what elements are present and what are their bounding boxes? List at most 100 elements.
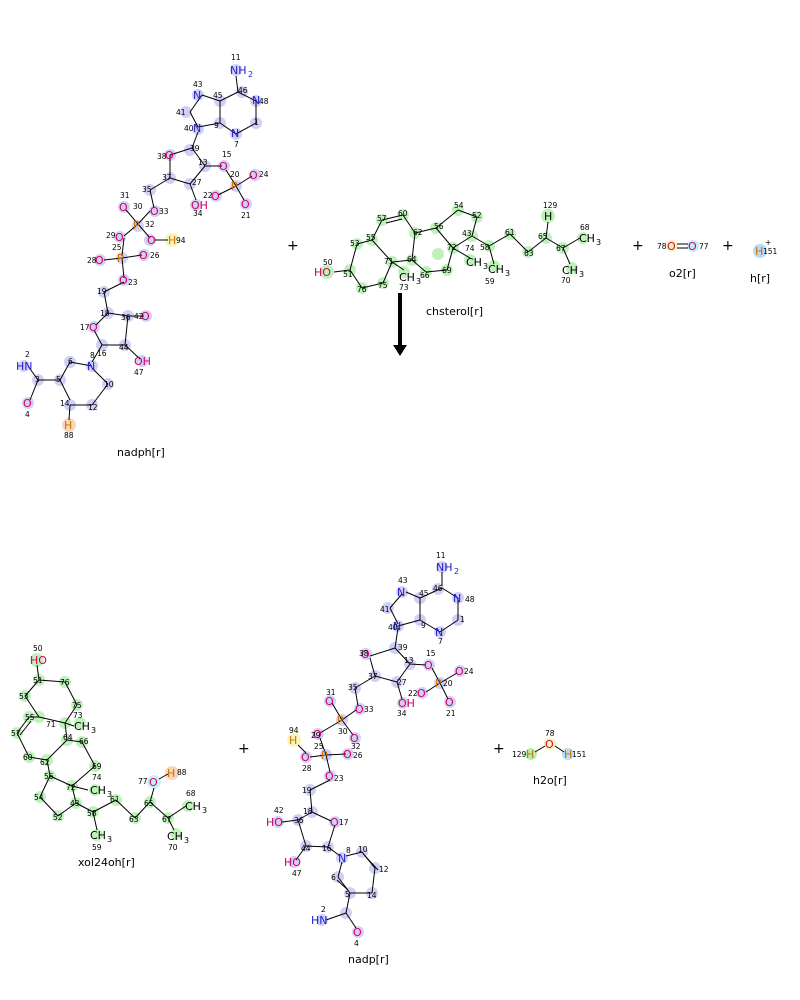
svg-text:23: 23 [128, 278, 138, 287]
svg-text:76: 76 [357, 285, 367, 294]
svg-text:O: O [165, 149, 174, 162]
svg-text:70: 70 [561, 276, 571, 285]
svg-text:H: H [168, 234, 176, 247]
svg-text:22: 22 [203, 191, 213, 200]
svg-text:P: P [337, 714, 344, 727]
svg-text:88: 88 [64, 431, 74, 440]
svg-text:75: 75 [72, 701, 82, 710]
svg-text:17: 17 [339, 818, 349, 827]
svg-text:50: 50 [323, 258, 333, 267]
svg-text:O: O [150, 205, 159, 218]
caption-h: h[r] [750, 272, 770, 285]
svg-text:N: N [252, 94, 260, 107]
molecule-h: H 151 + h[r] [750, 238, 778, 285]
svg-text:30: 30 [133, 202, 143, 211]
svg-text:68: 68 [580, 223, 590, 232]
svg-text:2: 2 [321, 905, 326, 914]
svg-text:O: O [139, 249, 148, 262]
svg-text:+: + [765, 238, 771, 247]
svg-text:O: O [355, 703, 364, 716]
svg-text:O: O [343, 748, 352, 761]
caption-nadph: nadph[r] [117, 446, 165, 459]
svg-text:72: 72 [447, 243, 457, 252]
svg-text:H: H [167, 767, 175, 780]
svg-text:62: 62 [40, 758, 50, 767]
svg-text:68: 68 [186, 789, 196, 798]
svg-text:22: 22 [408, 689, 418, 698]
svg-text:48: 48 [259, 97, 269, 106]
svg-text:56: 56 [44, 772, 54, 781]
svg-text:19: 19 [302, 786, 312, 795]
svg-text:H: H [564, 748, 572, 761]
svg-text:40: 40 [388, 623, 398, 632]
svg-text:CH: CH [90, 784, 106, 797]
molecule-nadph: NH2 N N N N O O P O O O OH O P O O O H P… [16, 53, 269, 459]
reaction-arrow [393, 293, 407, 356]
svg-text:58: 58 [87, 809, 97, 818]
svg-text:53: 53 [350, 239, 360, 248]
plus-sign: + [238, 741, 250, 757]
svg-text:CH: CH [90, 829, 106, 842]
plus-sign: + [722, 238, 734, 254]
svg-text:4: 4 [354, 939, 359, 948]
svg-text:11: 11 [436, 551, 446, 560]
svg-text:21: 21 [241, 211, 251, 220]
svg-text:O: O [95, 254, 104, 267]
svg-text:26: 26 [353, 751, 363, 760]
svg-text:52: 52 [53, 813, 63, 822]
svg-text:34: 34 [397, 709, 407, 718]
svg-text:O: O [361, 648, 370, 661]
svg-text:37: 37 [162, 173, 172, 182]
svg-text:O: O [325, 695, 334, 708]
svg-text:H: H [526, 748, 534, 761]
svg-text:N: N [453, 592, 461, 605]
svg-text:25: 25 [314, 742, 324, 751]
svg-text:28: 28 [87, 256, 97, 265]
svg-text:41: 41 [380, 605, 390, 614]
svg-text:29: 29 [311, 731, 321, 740]
svg-text:O: O [301, 751, 310, 764]
svg-text:6: 6 [331, 873, 336, 882]
svg-text:18: 18 [100, 309, 110, 318]
svg-text:71: 71 [46, 720, 56, 729]
svg-text:7: 7 [438, 637, 443, 646]
svg-text:16: 16 [322, 844, 332, 853]
svg-text:15: 15 [426, 649, 436, 658]
svg-text:14: 14 [367, 891, 377, 900]
svg-text:57: 57 [377, 214, 387, 223]
svg-text:1: 1 [460, 615, 465, 624]
svg-text:31: 31 [326, 688, 336, 697]
svg-text:O: O [455, 665, 464, 678]
svg-text:O: O [545, 738, 554, 751]
svg-text:21: 21 [446, 709, 456, 718]
svg-text:O: O [89, 321, 98, 334]
svg-text:1: 1 [254, 118, 259, 127]
svg-text:65: 65 [538, 232, 548, 241]
svg-text:46: 46 [433, 584, 443, 593]
svg-text:39: 39 [190, 144, 200, 153]
svg-text:32: 32 [351, 742, 361, 751]
svg-text:5: 5 [345, 890, 350, 899]
svg-text:9: 9 [421, 621, 426, 630]
svg-text:60: 60 [23, 753, 33, 762]
svg-text:15: 15 [222, 150, 232, 159]
svg-text:H: H [289, 734, 297, 747]
svg-text:25: 25 [112, 243, 122, 252]
svg-text:43: 43 [462, 229, 472, 238]
svg-text:53: 53 [19, 692, 29, 701]
svg-text:12: 12 [88, 403, 98, 412]
svg-text:O: O [119, 201, 128, 214]
svg-text:64: 64 [407, 255, 417, 264]
svg-text:8: 8 [90, 351, 95, 360]
svg-text:P: P [231, 180, 238, 193]
caption-nadp: nadp[r] [348, 953, 389, 966]
svg-text:11: 11 [231, 53, 241, 62]
svg-text:3: 3 [483, 262, 488, 271]
svg-text:45: 45 [213, 91, 223, 100]
svg-text:72: 72 [66, 783, 76, 792]
svg-text:77: 77 [138, 777, 148, 786]
svg-text:NH: NH [436, 561, 453, 574]
svg-text:24: 24 [464, 667, 474, 676]
svg-text:CH: CH [185, 800, 201, 813]
